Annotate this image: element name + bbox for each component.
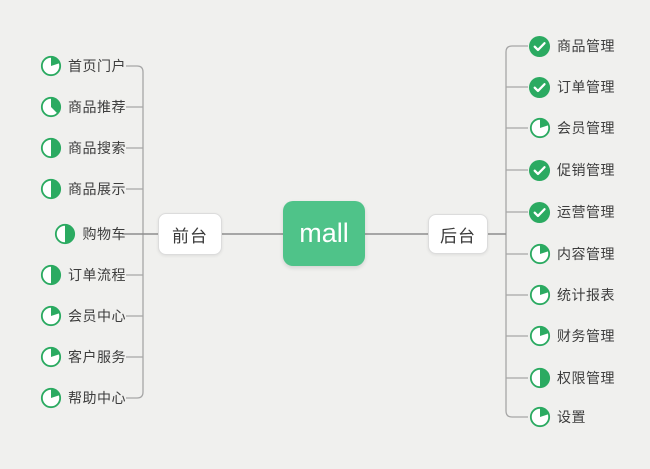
mindmap-item[interactable]: 会员中心 xyxy=(39,302,126,330)
node-root-label: mall xyxy=(299,218,349,248)
progress-pie-50-icon[interactable] xyxy=(528,367,551,390)
item-label: 商品推荐 xyxy=(68,99,126,115)
check-circle-icon[interactable] xyxy=(528,76,551,99)
progress-pie-20-icon[interactable] xyxy=(528,243,551,266)
mindmap-item[interactable]: 帮助中心 xyxy=(39,384,126,412)
item-label: 订单流程 xyxy=(68,267,126,283)
node-root[interactable]: mall xyxy=(283,201,365,266)
node-backend-label: 后台 xyxy=(440,226,476,246)
check-circle-icon[interactable] xyxy=(528,35,551,58)
item-label: 促销管理 xyxy=(557,162,615,178)
mindmap-item[interactable]: 运营管理 xyxy=(528,198,615,226)
item-label: 商品搜索 xyxy=(68,140,126,156)
progress-pie-50-icon[interactable] xyxy=(39,137,62,160)
node-frontend[interactable]: 前台 xyxy=(158,213,222,255)
item-label: 内容管理 xyxy=(557,246,615,262)
mindmap-item[interactable]: 财务管理 xyxy=(528,322,615,350)
item-label: 客户服务 xyxy=(68,349,126,365)
node-frontend-label: 前台 xyxy=(172,226,208,246)
item-label: 订单管理 xyxy=(557,79,615,95)
item-label: 运营管理 xyxy=(557,204,615,220)
mindmap-item[interactable]: 设置 xyxy=(528,403,586,431)
mindmap-item[interactable]: 订单管理 xyxy=(528,73,615,101)
progress-pie-20-icon[interactable] xyxy=(528,406,551,429)
left-bracket xyxy=(126,65,144,399)
check-circle-icon[interactable] xyxy=(528,201,551,224)
mindmap-item[interactable]: 统计报表 xyxy=(528,281,615,309)
node-backend[interactable]: 后台 xyxy=(428,214,488,254)
mindmap-item[interactable]: 权限管理 xyxy=(528,364,615,392)
mindmap-item[interactable]: 购物车 xyxy=(54,220,127,248)
item-label: 首页门户 xyxy=(68,58,126,74)
right-bracket xyxy=(505,45,528,418)
mindmap-item[interactable]: 商品搜索 xyxy=(39,134,126,162)
progress-pie-50-icon[interactable] xyxy=(39,178,62,201)
mindmap-item[interactable]: 内容管理 xyxy=(528,240,615,268)
item-label: 权限管理 xyxy=(557,370,615,386)
mindmap-item[interactable]: 商品展示 xyxy=(39,175,126,203)
progress-pie-50-icon[interactable] xyxy=(39,264,62,287)
mindmap-item[interactable]: 订单流程 xyxy=(39,261,126,289)
mindmap-item[interactable]: 促销管理 xyxy=(528,156,615,184)
progress-pie-20-icon[interactable] xyxy=(39,305,62,328)
item-label: 商品管理 xyxy=(557,38,615,54)
progress-pie-20-icon[interactable] xyxy=(39,55,62,78)
mindmap-item[interactable]: 商品管理 xyxy=(528,32,615,60)
item-label: 财务管理 xyxy=(557,328,615,344)
item-label: 帮助中心 xyxy=(68,390,126,406)
progress-pie-37-icon[interactable] xyxy=(39,96,62,119)
check-circle-icon[interactable] xyxy=(528,159,551,182)
mindmap-item[interactable]: 首页门户 xyxy=(39,52,126,80)
progress-pie-50-icon[interactable] xyxy=(54,223,77,246)
mindmap-item[interactable]: 客户服务 xyxy=(39,343,126,371)
progress-pie-20-icon[interactable] xyxy=(528,284,551,307)
mindmap-item[interactable]: 会员管理 xyxy=(528,114,615,142)
item-label: 设置 xyxy=(557,409,586,425)
item-label: 商品展示 xyxy=(68,181,126,197)
progress-pie-20-icon[interactable] xyxy=(39,387,62,410)
progress-pie-20-icon[interactable] xyxy=(528,117,551,140)
item-label: 会员管理 xyxy=(557,120,615,136)
progress-pie-20-icon[interactable] xyxy=(528,325,551,348)
item-label: 购物车 xyxy=(82,226,126,242)
progress-pie-20-icon[interactable] xyxy=(39,346,62,369)
item-label: 统计报表 xyxy=(557,287,615,303)
mindmap-item[interactable]: 商品推荐 xyxy=(39,93,126,121)
item-label: 会员中心 xyxy=(68,308,126,324)
